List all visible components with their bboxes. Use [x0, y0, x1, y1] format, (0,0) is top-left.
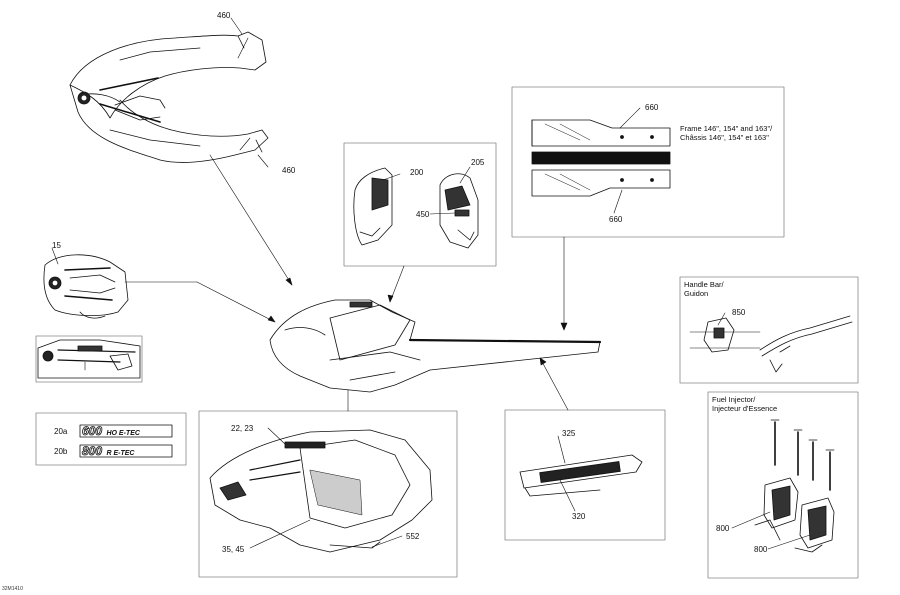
handle-bar-drawing: [689, 315, 853, 373]
callout-205: 205: [471, 158, 485, 167]
tunnel-decal-drawing: [519, 454, 643, 497]
box-front-decal: [35, 335, 143, 383]
top-hood-drawing: [69, 31, 269, 163]
fuel-injector-drawing: [754, 419, 835, 553]
box-side-panels: [343, 142, 497, 267]
leader-lines: [51, 17, 811, 550]
box-frame: [511, 86, 785, 238]
box-tunnel-decal: [504, 409, 666, 541]
handle-bar-note: Handle Bar/ Guidon: [684, 280, 724, 298]
box-lower-hood: [198, 410, 458, 578]
decal-600-suffix: HO E-TEC: [106, 430, 140, 437]
callout-15: 15: [52, 241, 61, 250]
engine-decals-drawing: [79, 424, 173, 458]
callout-200: 200: [410, 168, 424, 177]
box-fuel-injector: [707, 391, 859, 579]
decal-800-suffix: R E-TEC: [106, 450, 135, 457]
lower-hood-drawing: [209, 429, 433, 553]
callout-320: 320: [572, 512, 586, 521]
callout-850: 850: [732, 308, 746, 317]
assembly-arrows: [124, 154, 569, 412]
fuel-injector-note: Fuel Injector/ Injecteur d'Essence: [712, 395, 778, 413]
decal-800-number: 800: [82, 444, 103, 458]
box-handle-bar: [679, 276, 859, 384]
frame-drawing: [531, 119, 671, 197]
decal-800: 800 R E-TEC: [82, 444, 135, 458]
callout-552: 552: [406, 532, 420, 541]
side-panels-drawing: [353, 167, 479, 249]
decal-600-number: 600: [82, 424, 103, 438]
callout-800-top: 800: [716, 524, 730, 533]
callout-450: 450: [416, 210, 430, 219]
callout-22-23: 22, 23: [231, 424, 254, 433]
front-decal-drawing: [37, 339, 141, 379]
main-sled-drawing: [269, 299, 602, 393]
callout-660-top: 660: [645, 103, 659, 112]
callout-20a: 20a: [54, 427, 68, 436]
callout-460-top: 460: [217, 11, 231, 20]
frame-note: Frame 146", 154" and 163"/ Châssis 146",…: [680, 124, 773, 142]
callout-800-bottom: 800: [754, 545, 768, 554]
callout-460-bottom: 460: [282, 166, 296, 175]
box-engine-decals: [35, 412, 187, 466]
callout-660-bottom: 660: [609, 215, 623, 224]
nose-drawing: [43, 254, 129, 319]
drawing-code: 32M1410: [2, 586, 23, 592]
decal-600: 600 HO E-TEC: [82, 424, 140, 438]
callout-325: 325: [562, 429, 576, 438]
callout-20b: 20b: [54, 447, 68, 456]
callout-35-45: 35, 45: [222, 545, 245, 554]
